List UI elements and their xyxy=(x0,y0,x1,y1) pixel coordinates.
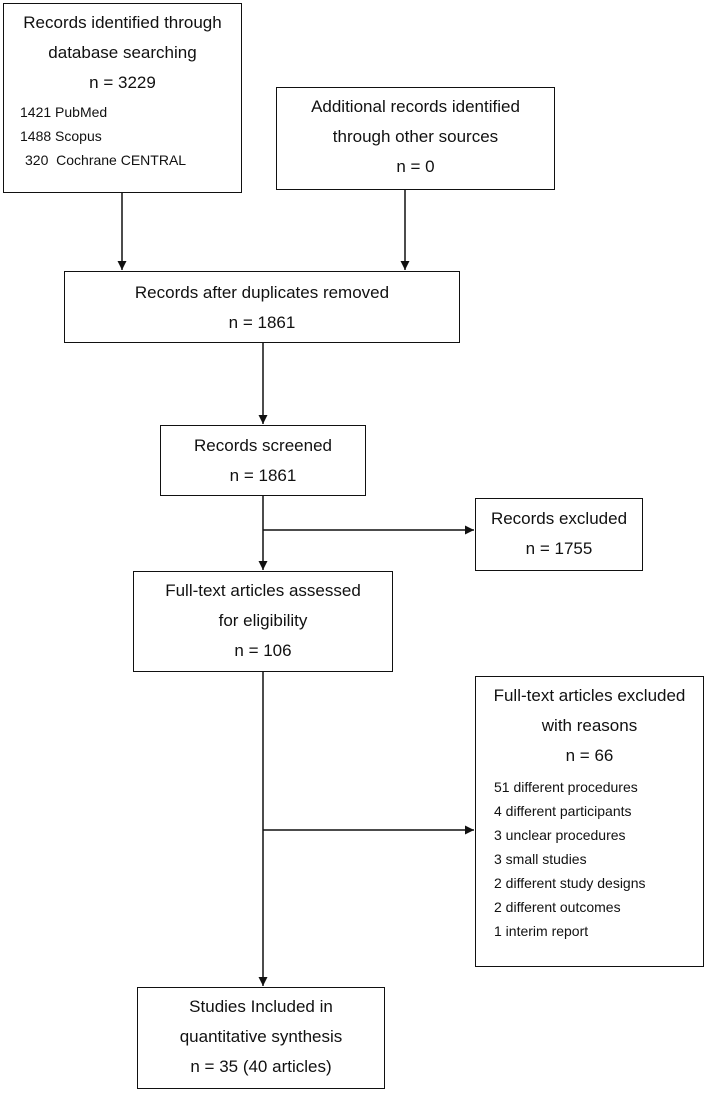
reason-item: 3 unclear procedures xyxy=(494,827,626,843)
box-duplicates-removed: Records after duplicates removed n = 186… xyxy=(64,271,460,343)
identification-line1: Records identified through xyxy=(23,13,222,32)
included-line1: Studies Included in xyxy=(189,997,333,1016)
identification-line2: database searching xyxy=(48,43,197,62)
box-additional-records: Additional records identified through ot… xyxy=(276,87,555,190)
reason-item: 1 interim report xyxy=(494,923,589,939)
reason-item: 2 different outcomes xyxy=(494,899,621,915)
additional-count: n = 0 xyxy=(396,157,435,176)
source-scopus: 1488 Scopus xyxy=(20,128,102,144)
box-fulltext-excluded: Full-text articles excluded with reasons… xyxy=(475,676,704,967)
reason-item: 51 different procedures xyxy=(494,779,638,795)
reason-item: 4 different participants xyxy=(494,803,632,819)
additional-line1: Additional records identified xyxy=(311,97,520,116)
reason-item: 2 different study designs xyxy=(494,875,646,891)
identification-count: n = 3229 xyxy=(89,73,156,92)
duplicates-line1: Records after duplicates removed xyxy=(134,283,390,302)
included-count: n = 35 (40 articles) xyxy=(190,1057,332,1076)
eligibility-line1: Full-text articles assessed xyxy=(165,581,361,600)
screened-line1: Records screened xyxy=(194,436,332,455)
reason-item: 3 small studies xyxy=(494,851,587,867)
excluded-line1: Records excluded xyxy=(490,509,628,528)
box-records-identified: Records identified through database sear… xyxy=(3,3,242,193)
excluded-count: n = 1755 xyxy=(525,539,593,558)
source-pubmed: 1421 PubMed xyxy=(20,104,108,120)
fulltext-excluded-line2: with reasons xyxy=(541,716,638,735)
included-line2: quantitative synthesis xyxy=(179,1027,343,1046)
additional-line2: through other sources xyxy=(332,127,499,146)
box-records-screened: Records screened n = 1861 xyxy=(160,425,366,496)
box-studies-included: Studies Included in quantitative synthes… xyxy=(137,987,385,1089)
eligibility-count: n = 106 xyxy=(234,641,292,660)
box-eligibility: Full-text articles assessed for eligibil… xyxy=(133,571,393,672)
eligibility-line2: for eligibility xyxy=(218,611,308,630)
fulltext-excluded-count: n = 66 xyxy=(565,746,614,765)
source-cochrane: 320 Cochrane CENTRAL xyxy=(25,152,187,168)
box-records-excluded: Records excluded n = 1755 xyxy=(475,498,643,571)
duplicates-count: n = 1861 xyxy=(228,313,296,332)
screened-count: n = 1861 xyxy=(229,466,297,485)
fulltext-excluded-line1: Full-text articles excluded xyxy=(493,686,686,705)
